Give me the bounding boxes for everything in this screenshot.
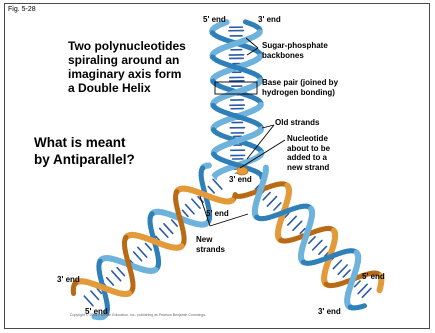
label-top-3-end: 3' end [258,15,281,25]
left-daughter-helix-base-pair-bond [213,179,222,189]
label-right-5-end: 5' end [362,272,385,282]
left-daughter-helix-base-pair-bond [117,268,124,276]
right-daughter-helix-base-pair-bond [293,221,302,230]
right-daughter-helix-base-pair-bond [319,246,326,254]
slide-question: What is meant by Antiparallel? [34,134,135,168]
label-mid-3-end: 3' end [229,175,252,185]
label-right-3-end: 3' end [318,307,341,317]
left-daughter-helix-base-pair-bond [134,252,142,261]
right-daughter-helix-strand-a [380,287,381,291]
left-daughter-helix-base-pair-bond [160,228,168,237]
left-daughter-helix-base-pair-bond [84,296,93,306]
right-daughter-helix-strand-b [361,306,365,307]
label-old-strands: Old strands [275,118,319,128]
left-daughter-helix-base-pair-bond [112,271,121,281]
label-nucleotide: Nucleotide about to be added to a new st… [287,134,330,172]
right-daughter-helix-base-pair-bond [263,193,270,200]
label-left-3-end: 3' end [57,275,80,285]
label-sugar-phosphate-backbones: Sugar-phosphate backbones [262,41,328,60]
label-top-5-end: 5' end [203,15,226,25]
right-daughter-helix-base-pair-bond [274,203,281,210]
left-daughter-helix-base-pair-bond [186,205,194,214]
label-new-strands: New strands [196,235,225,254]
right-daughter-helix-base-pair-bond [313,240,322,249]
right-daughter-helix-base-pair-bond [267,197,276,206]
right-daughter-helix-base-pair-bond [288,216,296,225]
label-base-pair: Base pair (joined by hydrogen bonding) [262,78,338,97]
right-daughter-helix-base-pair-bond [343,270,350,277]
left-daughter-helix-base-pair-bond [138,247,147,257]
free-nucleotide [236,167,248,175]
right-daughter-helix-base-pair-bond [333,260,341,268]
copyright-notice: Copyright © 2008 Pearson Education, Inc.… [70,313,206,317]
left-daughter-helix-base-pair-bond [164,224,173,234]
slide-title: Two polynucleotides spiraling around an … [68,39,186,95]
label-mid-5-end: 5' end [206,209,229,219]
left-daughter-helix-base-pair-bond [107,278,114,285]
left-daughter-helix-base-pair-bond [192,199,200,208]
left-daughter-helix-base-pair-bond [91,291,99,299]
figure-label: Fig. 5-28 [8,6,36,13]
